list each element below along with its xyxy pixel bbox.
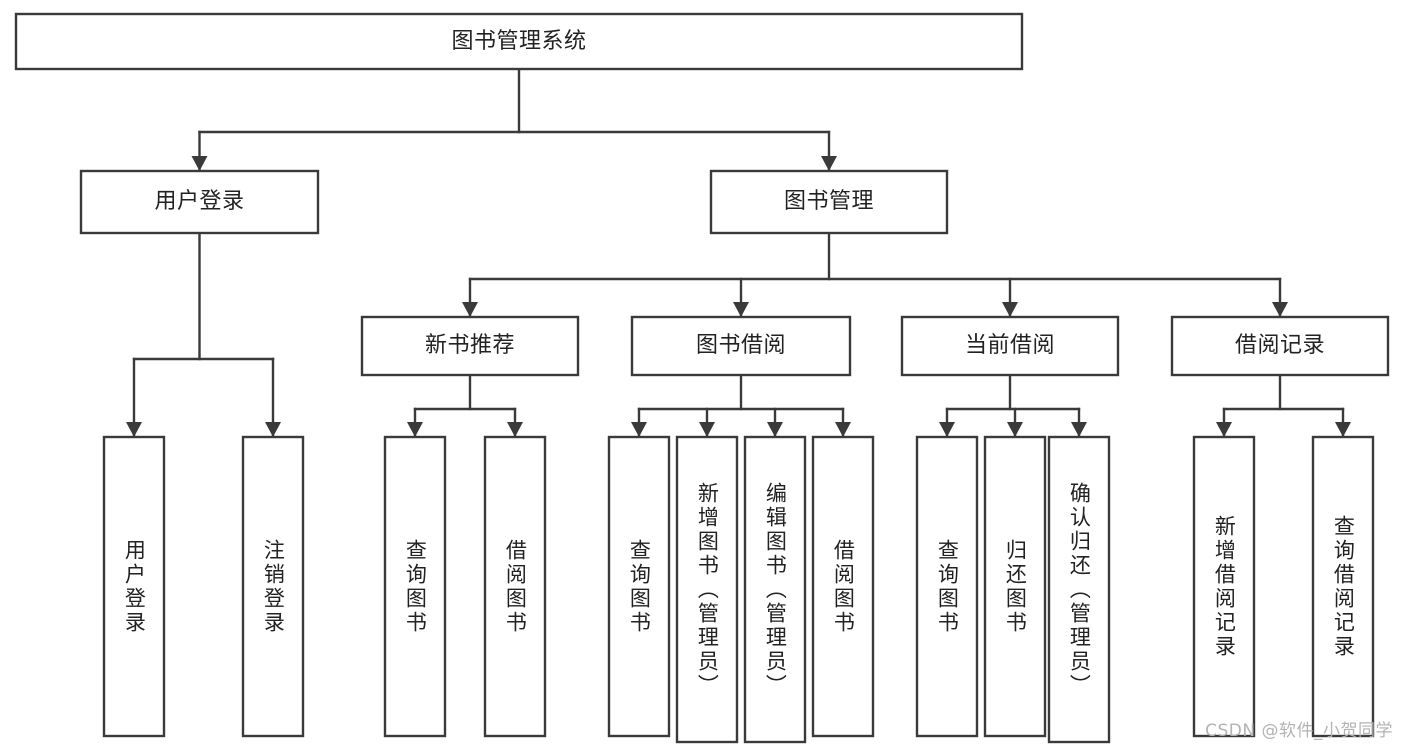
node-box-borrow-record[interactable] — [1170, 315, 1390, 377]
node-box-leaf-query-book-rec[interactable] — [383, 435, 447, 738]
arrow-head-book-manage — [821, 156, 837, 171]
node-box-leaf-borrow-book-rec[interactable] — [483, 435, 547, 738]
node-box-layer — [14, 12, 1390, 744]
arrow-head-leaf-borrow-book-rec — [507, 422, 523, 437]
node-box-leaf-logout[interactable] — [241, 435, 305, 738]
node-box-leaf-query-record[interactable] — [1311, 435, 1375, 738]
arrow-head-new-book-rec — [462, 302, 478, 317]
arrow-head-leaf-add-book — [699, 422, 715, 437]
node-box-current-borrow[interactable] — [900, 315, 1120, 377]
arrow-head-leaf-query-book-rec — [407, 422, 423, 437]
node-box-leaf-add-record[interactable] — [1192, 435, 1256, 738]
node-box-new-book-rec[interactable] — [360, 315, 580, 377]
connector-layer — [126, 67, 1351, 439]
arrow-head-leaf-query-book-cur — [939, 422, 955, 437]
arrow-head-leaf-query-record — [1335, 422, 1351, 437]
node-box-book-borrow[interactable] — [630, 315, 852, 377]
arrow-head-user-login — [191, 156, 208, 171]
arrow-head-leaf-confirm-return — [1071, 422, 1087, 437]
node-box-leaf-add-book[interactable] — [675, 435, 739, 744]
watermark-text: CSDN @软件_小贺同学 — [1205, 721, 1393, 741]
node-box-book-manage[interactable] — [709, 169, 949, 235]
arrow-head-leaf-user-login — [126, 422, 142, 437]
node-box-leaf-user-login[interactable] — [102, 435, 166, 738]
arrow-head-leaf-borrow-book — [835, 422, 851, 437]
arrow-head-leaf-add-record — [1216, 422, 1232, 437]
node-box-leaf-return-book[interactable] — [983, 435, 1047, 738]
node-box-leaf-confirm-return[interactable] — [1047, 435, 1111, 744]
arrow-head-current-borrow — [1002, 302, 1018, 317]
node-box-user-login[interactable] — [79, 169, 320, 235]
arrow-head-leaf-return-book — [1007, 422, 1023, 437]
node-box-leaf-borrow-book[interactable] — [811, 435, 875, 738]
node-box-root[interactable] — [14, 12, 1024, 71]
node-box-leaf-edit-book[interactable] — [743, 435, 807, 744]
arrow-head-borrow-record — [1272, 302, 1288, 317]
node-box-leaf-query-book[interactable] — [607, 435, 671, 738]
arrow-head-book-borrow — [733, 302, 749, 317]
node-box-leaf-query-book-cur[interactable] — [915, 435, 979, 738]
arrow-head-leaf-edit-book — [767, 422, 783, 437]
arrow-head-leaf-logout — [265, 422, 281, 437]
arrow-head-leaf-query-book — [631, 422, 647, 437]
